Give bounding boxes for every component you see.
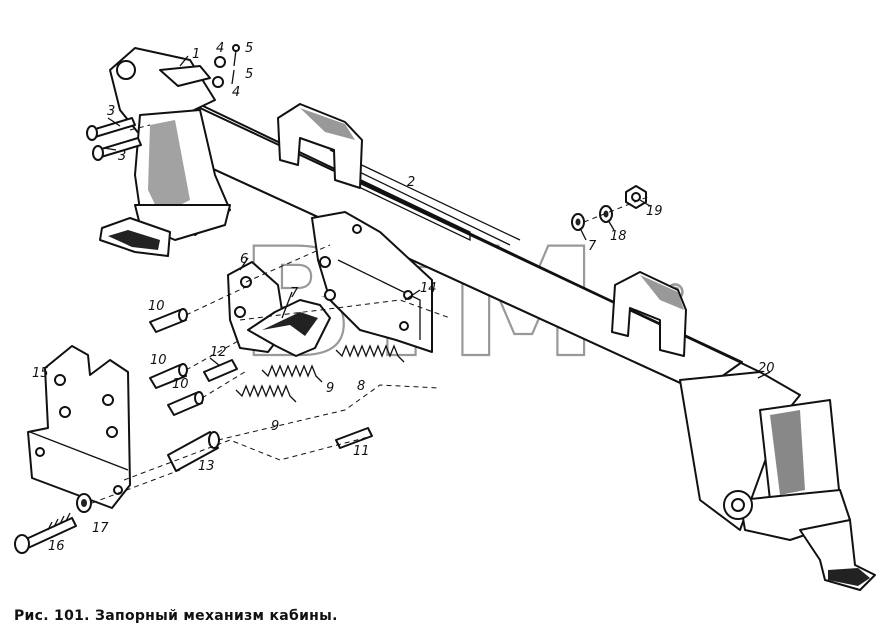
callout-19: 19	[646, 204, 663, 219]
pin-10-middle	[149, 363, 188, 389]
washer-7	[571, 213, 585, 231]
pin-10-upper	[149, 308, 188, 333]
callout-16: 16	[48, 539, 65, 554]
callout-8: 8	[357, 379, 365, 394]
lock-housing	[311, 211, 433, 353]
sleeve-13	[167, 431, 220, 472]
callout-3-upper: 3	[107, 104, 115, 119]
cotter-5-lower	[231, 69, 235, 85]
beam-saddle-2	[611, 271, 687, 357]
callout-1: 1	[192, 47, 200, 62]
callout-9-upper: 9	[326, 381, 334, 396]
bolt-3-upper	[86, 117, 136, 141]
callout-17: 17	[92, 521, 109, 536]
assembly-lines	[91, 124, 651, 504]
callout-7-washer: 7	[588, 239, 597, 254]
bolt-16	[14, 512, 77, 554]
callout-13: 13	[198, 459, 215, 474]
callout-20: 20	[758, 361, 775, 376]
mounting-bracket-15	[27, 345, 131, 509]
bolt-3-lower	[92, 137, 142, 161]
callouts: 1 2 3 3 4 4 5 5 6 7 7 8 9 9 10 10 10 11 …	[32, 41, 775, 554]
callout-10-upper: 10	[148, 299, 165, 314]
washer-18	[599, 205, 613, 223]
callout-15: 15	[32, 366, 49, 381]
figure-caption: Рис. 101. Запорный механизм кабины.	[14, 608, 338, 624]
callout-4-lower: 4	[232, 85, 240, 100]
washer-4-lower	[212, 76, 224, 88]
cotter-5-upper	[232, 44, 240, 67]
callout-4-upper: 4	[216, 41, 224, 56]
spring-8	[335, 344, 405, 363]
leader-lines	[103, 55, 771, 379]
spring-9-lower	[235, 384, 297, 403]
beam-saddle-1	[277, 103, 363, 189]
callout-3-lower: 3	[118, 149, 126, 164]
callout-5-lower: 5	[245, 67, 253, 82]
right-pedestal	[679, 371, 876, 591]
left-bracket	[99, 47, 231, 257]
callout-5-upper: 5	[245, 41, 253, 56]
callout-10-middle: 10	[150, 353, 167, 368]
callout-10-lower: 10	[172, 377, 189, 392]
washer-4-upper	[214, 56, 226, 68]
pin-12	[203, 359, 238, 382]
callout-14: 14	[420, 281, 437, 296]
pawl	[247, 299, 331, 357]
callout-18: 18	[610, 229, 627, 244]
washer-17	[76, 493, 92, 513]
callout-11: 11	[353, 444, 370, 459]
pin-10-lower	[167, 391, 204, 416]
callout-2: 2	[407, 175, 415, 190]
callout-7-pawl: 7	[290, 286, 299, 301]
callout-12: 12	[210, 345, 227, 360]
callout-9-lower: 9	[271, 419, 279, 434]
spring-9-upper	[261, 364, 323, 383]
callout-6: 6	[240, 252, 248, 267]
